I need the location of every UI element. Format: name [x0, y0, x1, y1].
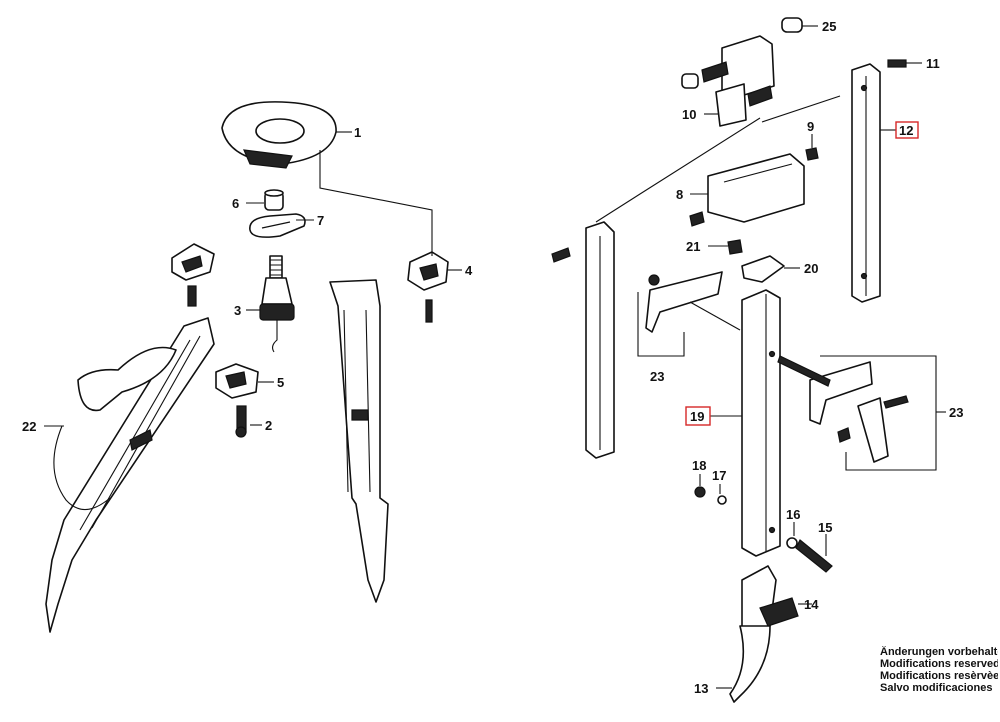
label-20: 20 — [804, 261, 818, 276]
label-11: 11 — [926, 56, 940, 71]
notice-line: Modifications reserved — [880, 658, 998, 670]
highlight-box-19 — [685, 406, 711, 426]
part-22-leg-with-strap — [45, 317, 215, 633]
part-left-tube — [551, 117, 761, 459]
label-17: 17 — [712, 468, 726, 483]
label-23-left: 23 — [650, 369, 664, 384]
part-20-cap — [741, 255, 785, 283]
label-16: 16 — [786, 507, 800, 522]
part-3-knob — [259, 255, 295, 353]
part-9-nut — [805, 147, 819, 161]
label-3: 3 — [234, 303, 241, 318]
label-8: 8 — [676, 187, 683, 202]
part-23-left-bracket — [645, 271, 741, 333]
label-9: 9 — [807, 119, 814, 134]
label-25: 25 — [822, 19, 836, 34]
part-12-rail — [851, 63, 881, 303]
label-12: 12 — [899, 123, 913, 138]
label-18: 18 — [692, 458, 706, 473]
part-8-bracket — [689, 153, 805, 227]
part-6-cap — [264, 189, 284, 211]
label-2: 2 — [265, 418, 272, 433]
modification-notice: Änderungen vorbehalten Modifications res… — [880, 646, 998, 694]
label-15: 15 — [818, 520, 832, 535]
label-5: 5 — [277, 375, 284, 390]
label-23-right: 23 — [949, 405, 963, 420]
label-10: 10 — [682, 107, 696, 122]
part-1-head-plate — [221, 101, 337, 169]
part-11-screw — [887, 59, 907, 68]
part-center-leg — [329, 279, 389, 603]
part-2-screw — [235, 405, 247, 438]
notice-line: Änderungen vorbehalten — [880, 646, 998, 658]
part-25-end-cap — [781, 17, 803, 33]
part-13-spike — [729, 625, 771, 703]
parts-15-18-fasteners — [694, 486, 833, 573]
part-10-head-block — [681, 35, 841, 127]
part-5-clip — [215, 363, 259, 399]
notice-line: Salvo modificaciones — [880, 682, 993, 694]
part-7-ring — [249, 213, 306, 238]
label-19: 19 — [690, 409, 704, 424]
part-23-right-bracket — [777, 355, 909, 463]
label-7: 7 — [317, 213, 324, 228]
part-21-screw — [727, 239, 743, 255]
label-22: 22 — [22, 419, 36, 434]
label-21: 21 — [686, 239, 700, 254]
leader-lines-right — [637, 25, 946, 689]
part-14-foot-plate — [741, 565, 799, 637]
notice-line: Modifications resèrvèes — [880, 670, 998, 682]
highlight-box-12 — [895, 121, 919, 139]
part-19-tube — [741, 289, 781, 557]
part-upper-clip — [171, 243, 215, 307]
label-14: 14 — [804, 597, 819, 612]
label-4: 4 — [465, 263, 473, 278]
label-6: 6 — [232, 196, 239, 211]
part-4-clamp — [407, 251, 449, 323]
leader-lines-left — [44, 131, 462, 427]
label-13: 13 — [694, 681, 708, 696]
label-1: 1 — [354, 125, 361, 140]
